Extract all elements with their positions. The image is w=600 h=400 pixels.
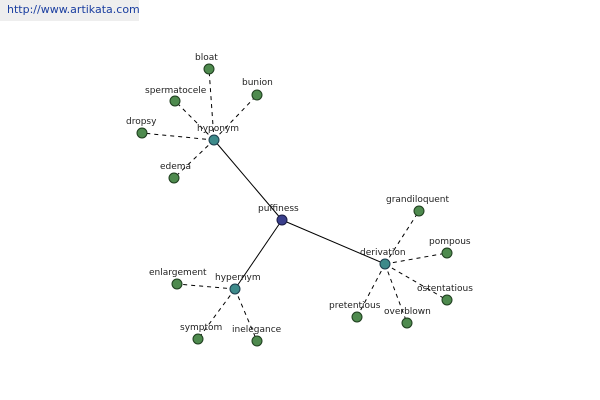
edge-puffiness-derivation (281, 219, 386, 265)
term-node-spermatocele[interactable] (169, 95, 181, 107)
term-node-symptom[interactable] (192, 333, 204, 345)
labels-layer: puffiness hyponym bloat spermatocele bunion d… (126, 53, 473, 335)
term-label-inelegance: inelegance (232, 325, 282, 335)
edge-puffiness-hyponym (213, 139, 283, 221)
relation-node-derivation[interactable] (379, 258, 391, 270)
edge-derivation-ostentatious (384, 263, 448, 301)
edge-hyponym-bloat (208, 68, 215, 141)
term-node-grandiloquent[interactable] (413, 205, 425, 217)
term-node-bloat[interactable] (203, 63, 215, 75)
term-label-pompous: pompous (429, 237, 471, 247)
edge-hyponym-edema (173, 139, 215, 179)
term-node-pretentious[interactable] (351, 311, 363, 323)
term-node-ostentatious[interactable] (441, 294, 453, 306)
term-node-inelegance[interactable] (251, 335, 263, 347)
term-node-pompous[interactable] (441, 247, 453, 259)
edge-derivation-overblown (384, 263, 408, 324)
term-label-ostentatious: ostentatious (417, 284, 473, 294)
relation-node-hypernym[interactable] (229, 283, 241, 295)
term-node-overblown[interactable] (401, 317, 413, 329)
term-label-dropsy: dropsy (126, 117, 157, 127)
center-node-puffiness[interactable] (276, 214, 288, 226)
edge-hyponym-dropsy (141, 132, 215, 141)
edge-derivation-pompous (384, 252, 448, 265)
edge-derivation-grandiloquent (384, 210, 420, 265)
term-node-enlargement[interactable] (171, 278, 183, 290)
term-label-pretentious: pretentious (329, 301, 381, 311)
edge-derivation-pretentious (356, 263, 386, 318)
source-bar: http://www.artikata.com (0, 0, 140, 21)
edge-puffiness-hypernym (234, 219, 283, 290)
term-label-bloat: bloat (195, 53, 218, 63)
center-label-puffiness: puffiness (258, 204, 299, 214)
term-label-enlargement: enlargement (149, 268, 207, 278)
term-node-edema[interactable] (168, 172, 180, 184)
edge-hypernym-inelegance (234, 288, 258, 342)
nodes-layer (136, 63, 453, 347)
term-node-bunion[interactable] (251, 89, 263, 101)
edge-hyponym-bunion (213, 94, 258, 141)
edge-hypernym-enlargement (176, 283, 236, 290)
term-label-symptom: symptom (180, 323, 222, 333)
relation-label-hyponym: hyponym (197, 124, 239, 134)
edge-hyponym-spermatocele (174, 100, 215, 141)
relation-node-hyponym[interactable] (208, 134, 220, 146)
relation-label-derivation: derivation (360, 248, 406, 258)
term-label-overblown: overblown (384, 307, 431, 317)
term-node-dropsy[interactable] (136, 127, 148, 139)
source-url-link[interactable]: http://www.artikata.com (7, 3, 140, 16)
term-label-grandiloquent: grandiloquent (386, 195, 450, 205)
term-label-spermatocele: spermatocele (145, 86, 207, 96)
edges-layer (141, 68, 448, 342)
term-label-bunion: bunion (242, 78, 273, 88)
edge-hypernym-symptom (197, 288, 236, 340)
term-label-edema: edema (160, 162, 191, 172)
relation-label-hypernym: hypernym (215, 273, 261, 283)
